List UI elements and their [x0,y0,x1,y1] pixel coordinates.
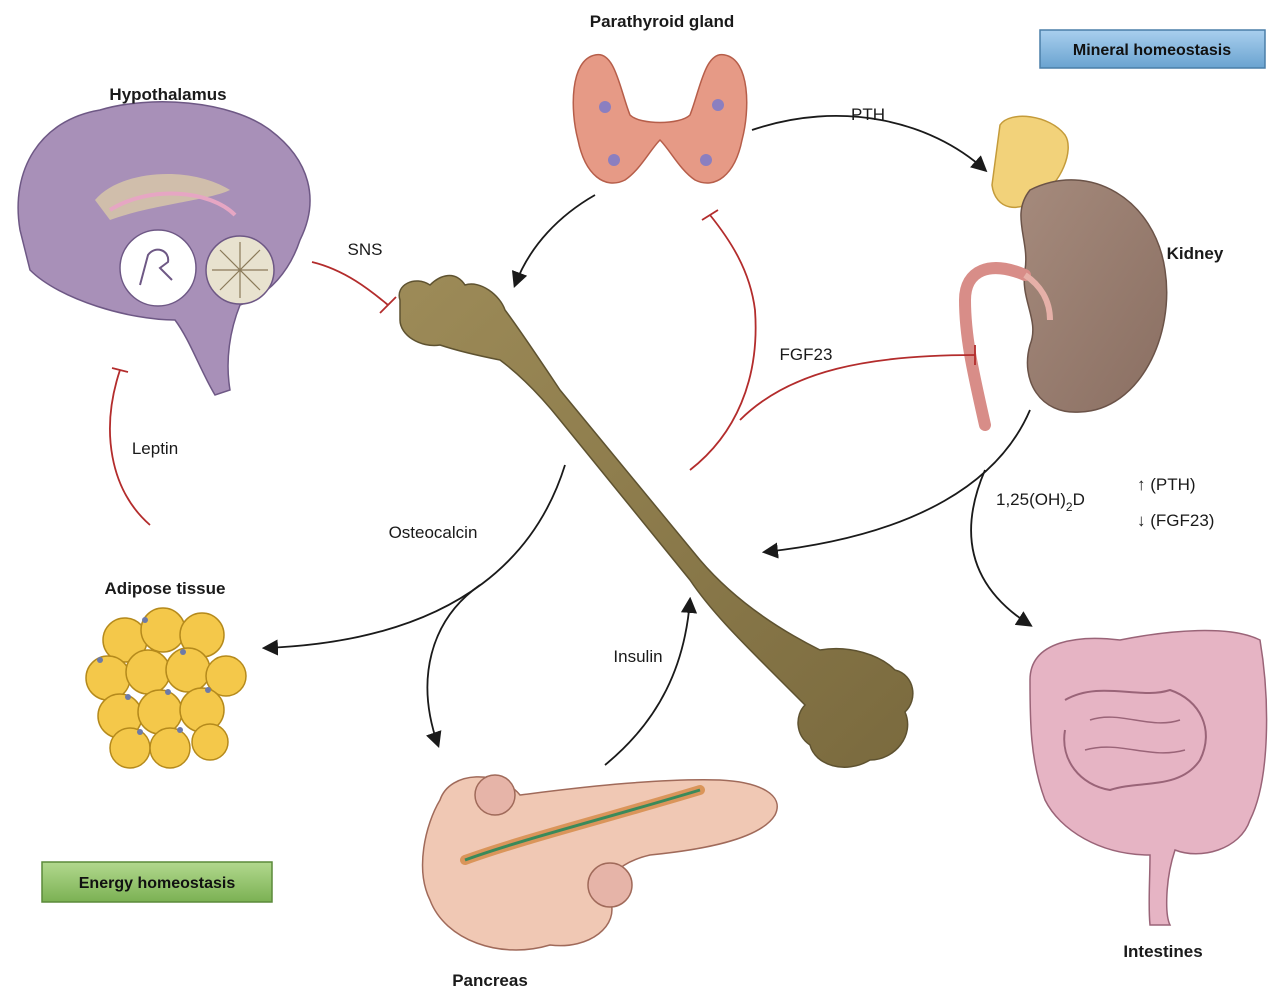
brain-illustration [18,102,310,395]
femur-bone-illustration [399,276,913,768]
sns-inhibition [312,262,388,305]
mineral-homeostasis-box: Mineral homeostasis [1040,30,1265,68]
parathyroid-illustration [573,55,746,183]
insulin-arrow [605,600,690,765]
osteocalcin-to-adipose-arrow [265,465,565,648]
intestines-label: Intestines [1123,942,1202,961]
osteocalcin-to-pancreas-arrow [427,585,480,745]
sns-label: SNS [348,240,383,259]
fgf23-down-label: ↓ (FGF23) [1137,511,1214,530]
kidney-to-bone-arrow [765,410,1030,552]
kidney-illustration [965,116,1167,425]
leptin-label: Leptin [132,439,178,458]
vitamin-d-label: 1,25(OH)2D [996,490,1085,514]
fgf23-to-parathyroid-inhibition [690,215,756,470]
energy-homeostasis-box: Energy homeostasis [42,862,272,902]
fgf23-label: FGF23 [780,345,833,364]
pth-arrow [752,116,985,170]
mineral-homeostasis-label: Mineral homeostasis [1073,42,1231,59]
osteocalcin-label: Osteocalcin [389,523,478,542]
fgf23-to-kidney-inhibition [740,355,975,420]
adipose-label: Adipose tissue [105,579,226,598]
kidney-label: Kidney [1167,244,1224,263]
pancreas-label: Pancreas [452,971,528,990]
stimulatory-arrows [265,116,1030,765]
hypothalamus-label: Hypothalamus [109,85,226,104]
pancreas-illustration [423,775,778,950]
pth-label: PTH [851,105,885,124]
insulin-label: Insulin [613,647,662,666]
energy-homeostasis-label: Energy homeostasis [79,875,236,892]
intestines-illustration [1030,631,1267,925]
pth-up-label: ↑ (PTH) [1137,475,1196,494]
parathyroid-label: Parathyroid gland [590,12,735,31]
parathyroid-to-bone-arrow [515,195,595,285]
adipose-tissue-illustration [86,608,246,768]
